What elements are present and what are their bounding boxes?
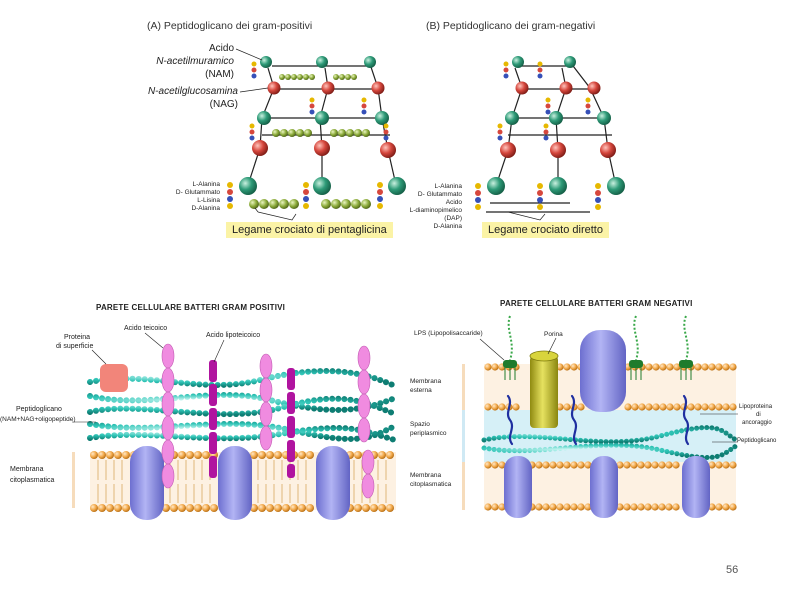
- panel-b-leaders: [507, 211, 546, 221]
- lps: [507, 315, 689, 361]
- panel-b-title: (B) Peptidoglicano dei gram-negativi: [426, 20, 596, 32]
- label-a-dala: D-Alanina: [191, 205, 220, 212]
- label-a-glu: D- Glutammato: [175, 189, 220, 196]
- label-outer-2: esterna: [410, 387, 432, 394]
- label-nag-1: N-acetilglucosamina: [147, 86, 238, 97]
- panel-a-title: (A) Peptidoglicano dei gram-positivi: [147, 20, 313, 32]
- label-lipoprotein-3: ancoraggio: [742, 420, 772, 426]
- label-b-acid: Acido: [445, 199, 462, 206]
- pentaglycine-chains: [249, 74, 371, 209]
- label-a-ala: L-Alanina: [192, 181, 220, 188]
- outer-membrane-protein: [580, 330, 626, 412]
- label-lipoprotein-2: di: [756, 412, 761, 418]
- label-b-ala: L-Alanina: [434, 183, 462, 190]
- gram-neg-wall: [462, 315, 739, 518]
- label-porin: Porina: [544, 331, 563, 338]
- label-nam-1: Acido: [208, 43, 234, 54]
- membrane-protein: [218, 446, 252, 520]
- panel-a-sugars: [239, 56, 406, 195]
- label-b-dap-abbr: (DAP): [444, 215, 462, 222]
- label-surface-protein-1: Proteina: [64, 334, 91, 341]
- membrane-protein: [130, 446, 164, 520]
- membrane-protein: [316, 446, 350, 520]
- teichoic-acid: [259, 353, 273, 451]
- panel-b-peptide-beads: [475, 61, 601, 210]
- label-lipoteichoic: Acido lipoteicoico: [206, 332, 261, 339]
- panel-b-sugars: [487, 56, 625, 195]
- membrane-protein: [590, 456, 618, 518]
- label-surface-protein-2: di superficie: [56, 343, 94, 350]
- teichoic-acid: [161, 343, 175, 489]
- label-nag-2: (NAG): [209, 99, 238, 110]
- label-membrane-pos-2: citoplasmatica: [10, 477, 55, 484]
- lipoteichoic-acid: [287, 368, 295, 478]
- gram-pos-peptidoglycan: [87, 368, 398, 443]
- label-peptidoglycan-neg: Peptidoglicano: [737, 438, 777, 444]
- label-periplasm-2: periplasmico: [410, 430, 447, 437]
- label-b-glu: D- Glutammato: [417, 191, 462, 198]
- label-periplasm-1: Spazio: [410, 421, 430, 428]
- lipoprotein: [506, 394, 690, 446]
- page-number: 56: [726, 564, 739, 576]
- panel-a-leaders: [235, 48, 297, 221]
- label-cyto-neg-2: citoplasmatica: [410, 481, 452, 488]
- lipoteichoic-acid: [209, 360, 217, 478]
- label-nam-3: (NAM): [205, 69, 234, 80]
- porin: [529, 350, 559, 428]
- label-cyto-neg-1: Membrana: [410, 472, 442, 479]
- membrane-protein: [682, 456, 710, 518]
- teichoic-acid: [357, 345, 375, 499]
- gram-pos-wall: [72, 332, 398, 520]
- label-peptidoglycan-pos-2: (NAM+NAG+oligopeptide): [0, 416, 76, 423]
- label-lipoprotein-1: Lipoproteina: [739, 404, 773, 410]
- label-peptidoglycan-pos-1: Peptidoglicano: [16, 406, 62, 413]
- gram-neg-title: PARETE CELLULARE BATTERI GRAM NEGATIVI: [500, 299, 693, 308]
- label-a-lys: L-Lisina: [197, 197, 220, 204]
- caption-pentaglycine: Legame crociato di pentaglicina: [226, 222, 393, 238]
- label-lps: LPS (Lipopolisaccaride): [414, 330, 483, 337]
- label-membrane-pos-1: Membrana: [10, 466, 44, 473]
- surface-protein: [100, 364, 128, 392]
- label-b-dala: D-Alanina: [433, 223, 462, 230]
- label-teichoic: Acido teicoico: [124, 325, 168, 332]
- label-nam-2: N-acetilmuramico: [156, 56, 234, 67]
- caption-direct-crosslink: Legame crociato diretto: [482, 222, 609, 238]
- gram-pos-title: PARETE CELLULARE BATTERI GRAM POSITIVI: [96, 303, 286, 312]
- membrane-protein: [504, 456, 532, 518]
- label-outer-1: Membrana: [410, 378, 442, 385]
- label-b-dap: L-diaminopimelico: [409, 207, 462, 214]
- panel-a-peptide-beads: [227, 61, 389, 209]
